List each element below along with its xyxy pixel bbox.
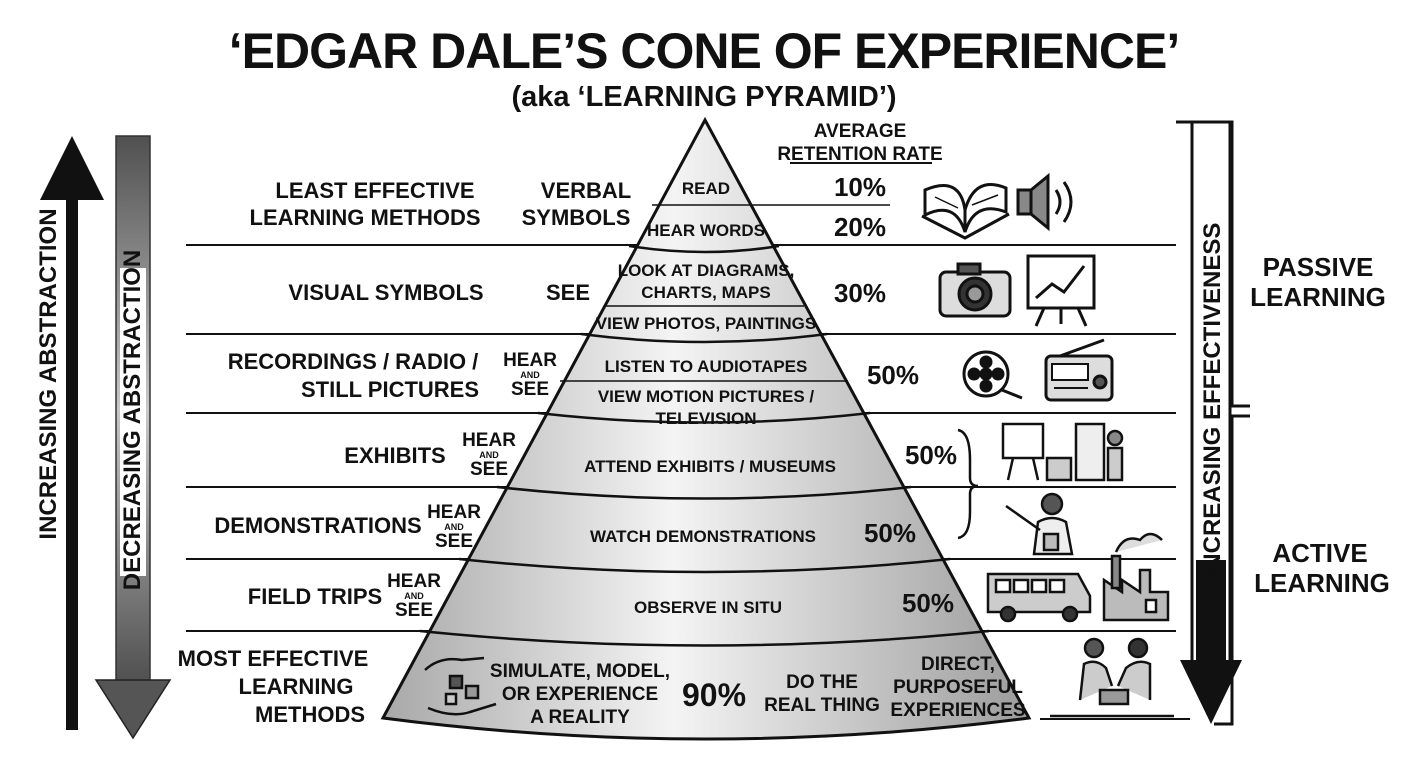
film-reel-icon (962, 350, 1023, 400)
retention-rate: 50% (867, 360, 919, 390)
cone (380, 116, 1032, 741)
chart-easel-icon (1026, 254, 1096, 327)
category-label: LEAST EFFECTIVE (275, 178, 474, 203)
retention-header-line1: AVERAGE (814, 121, 907, 142)
sense-hear: HEAR (462, 430, 516, 451)
retention-rate: 50% (905, 440, 957, 470)
tier-verbal-symbols: LEAST EFFECTIVE LEARNING METHODS VERBAL … (250, 172, 1073, 242)
sense-label: SYMBOLS (522, 205, 631, 230)
sense-and: AND (444, 522, 464, 532)
passive-learning-label: LEARNING (1250, 282, 1386, 312)
retention-rate: 20% (834, 212, 886, 242)
category-label: MOST EFFECTIVE (178, 646, 369, 671)
activity-label: WATCH DEMONSTRATIONS (590, 527, 816, 546)
activity-label: VIEW MOTION PICTURES / (598, 387, 815, 406)
sense-and: AND (404, 591, 424, 601)
category-label: FIELD TRIPS (248, 584, 382, 609)
sense-and: AND (520, 370, 540, 380)
factory-icon (1102, 532, 1170, 622)
tier-field-trips: FIELD TRIPS HEAR AND SEE OBSERVE IN SITU… (248, 532, 1170, 623)
decreasing-abstraction-label: DECREASING ABSTRACTION (119, 250, 146, 590)
activity-label: EXPERIENCES (890, 700, 1025, 721)
increasing-effectiveness-arrow (1180, 120, 1242, 724)
retention-rate: 30% (834, 278, 886, 308)
category-label: LEARNING (239, 674, 354, 699)
tier-exhibits: EXHIBITS HEAR AND SEE ATTEND EXHIBITS / … (344, 422, 1124, 540)
activity-label: A REALITY (530, 707, 630, 728)
activity-label: LISTEN TO AUDIOTAPES (605, 357, 808, 376)
activity-label: TELEVISION (655, 409, 756, 428)
sense-see: SEE (435, 531, 473, 552)
category-label: VISUAL SYMBOLS (288, 280, 483, 305)
tier-demonstrations: DEMONSTRATIONS HEAR AND SEE WATCH DEMONS… (214, 492, 1074, 556)
activity-label: LOOK AT DIAGRAMS, (618, 261, 795, 280)
category-label: STILL PICTURES (301, 377, 479, 402)
sense-see: SEE (511, 379, 549, 400)
open-book-icon (921, 183, 1010, 240)
category-label: LEARNING METHODS (250, 205, 481, 230)
category-label: RECORDINGS / RADIO / (228, 349, 479, 374)
active-bracket (1214, 414, 1250, 726)
activity-label: PURPOSEFUL (893, 677, 1023, 698)
activity-label: REAL THING (764, 695, 880, 716)
sense-see: SEE (395, 600, 433, 621)
activity-label: VIEW PHOTOS, PAINTINGS (596, 314, 816, 333)
radio-icon (1044, 338, 1114, 402)
active-learning-label: LEARNING (1254, 568, 1390, 598)
retention-rate: 50% (864, 518, 916, 548)
teacher-pointer-icon (1005, 492, 1074, 556)
retention-header-line2: RETENTION RATE (777, 144, 942, 165)
activity-label: HEAR WORDS (647, 221, 765, 240)
retention-rate: 90% (682, 677, 746, 713)
sense-label: VERBAL (541, 178, 631, 203)
activity-label: DIRECT, (921, 654, 995, 675)
speaker-icon (1016, 172, 1073, 232)
activity-label: ATTEND EXHIBITS / MUSEUMS (584, 457, 836, 476)
page-title: ‘EDGAR DALE’S CONE OF EXPERIENCE’ (229, 23, 1179, 79)
bracket-icon (957, 428, 979, 540)
category-label: DEMONSTRATIONS (214, 513, 421, 538)
activity-label: CHARTS, MAPS (641, 283, 770, 302)
category-label: EXHIBITS (344, 443, 445, 468)
people-working-icon (1050, 637, 1174, 718)
tier-recordings: RECORDINGS / RADIO / STILL PICTURES HEAR… (228, 338, 1114, 428)
activity-label: OR EXPERIENCE (502, 684, 658, 705)
increasing-effectiveness-label: INCREASING EFFECTIVENESS (1199, 223, 1226, 578)
sense-label: SEE (546, 280, 590, 305)
hands-objects-icon (424, 656, 497, 716)
activity-label: READ (682, 179, 730, 198)
tier-visual-symbols: VISUAL SYMBOLS SEE LOOK AT DIAGRAMS, CHA… (288, 254, 1096, 333)
activity-label: OBSERVE IN SITU (634, 598, 782, 617)
category-label: METHODS (255, 702, 365, 727)
camera-icon (938, 262, 1012, 318)
sense-see: SEE (470, 459, 508, 480)
retention-rate: 50% (902, 588, 954, 618)
retention-rate: 10% (834, 172, 886, 202)
page-subtitle: (aka ‘LEARNING PYRAMID’) (511, 81, 896, 113)
decreasing-abstraction-arrow (94, 135, 172, 740)
tier-direct-experiences: MOST EFFECTIVE LEARNING METHODS SIMULATE… (178, 637, 1174, 728)
increasing-abstraction-arrow (40, 136, 104, 730)
school-bus-icon (986, 572, 1092, 623)
sense-and: AND (479, 450, 499, 460)
active-learning-label: ACTIVE (1272, 538, 1367, 568)
activity-label: SIMULATE, MODEL, (490, 661, 670, 682)
sense-hear: HEAR (503, 350, 557, 371)
museum-exhibit-icon (1001, 422, 1124, 482)
activity-label: DO THE (786, 672, 858, 693)
sense-hear: HEAR (427, 502, 481, 523)
increasing-abstraction-label: INCREASING ABSTRACTION (35, 208, 62, 539)
passive-learning-label: PASSIVE (1263, 252, 1374, 282)
sense-hear: HEAR (387, 571, 441, 592)
